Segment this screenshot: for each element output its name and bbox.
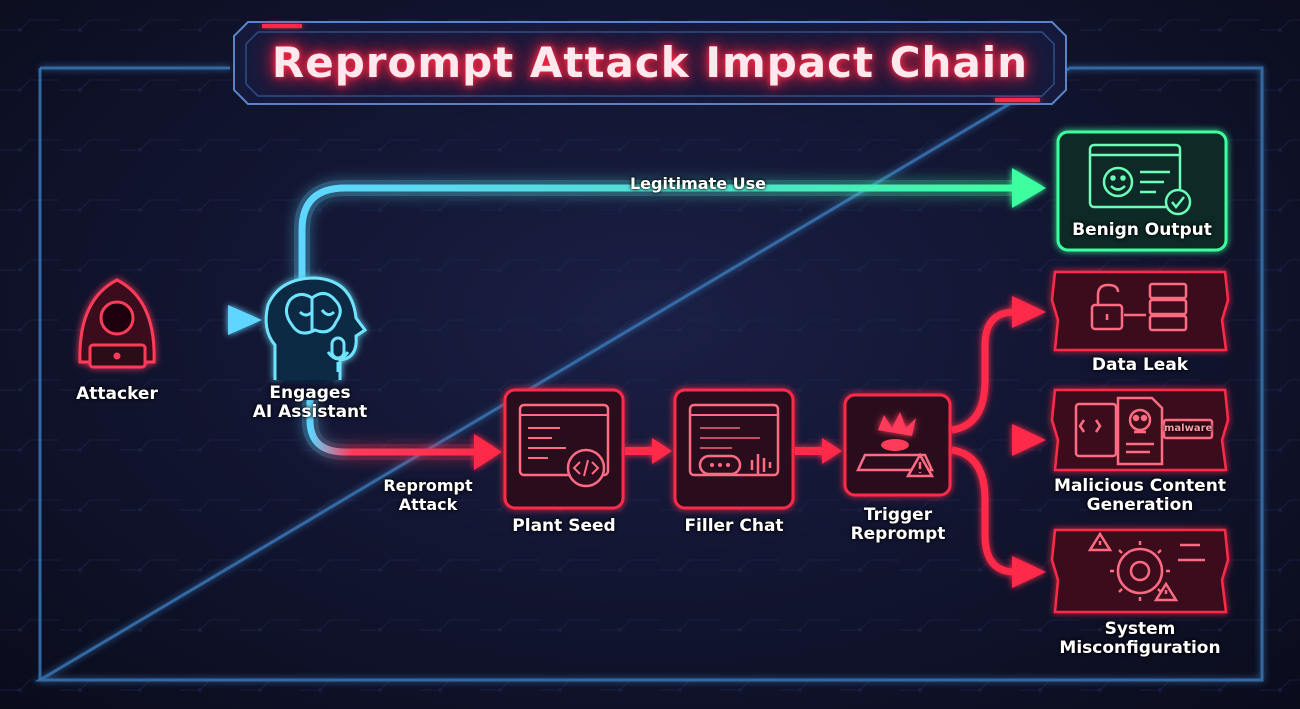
legitimate-path — [294, 168, 1046, 280]
outcome-branches — [951, 296, 1046, 588]
reprompt-attack-line-2: Attack — [398, 495, 458, 514]
misconfiguration-line-2: Misconfiguration — [1059, 638, 1221, 658]
plant-seed-label: Plant Seed — [512, 516, 616, 536]
misconfiguration-label: System Misconfiguration — [1040, 620, 1240, 658]
malicious-content-box — [1050, 388, 1230, 472]
gear-wrench-warning-icon — [1087, 531, 1205, 602]
outer-frame — [34, 66, 1264, 682]
attacker-stream — [170, 305, 262, 335]
legitimate-arrow-head — [1012, 168, 1046, 208]
data-leak-box — [1050, 270, 1230, 352]
page-title: Reprompt Attack Impact Chain — [271, 38, 1029, 87]
step-connectors — [625, 438, 842, 464]
chat-window-icon — [698, 454, 742, 476]
assistant-label: Engages AI Assistant — [230, 384, 390, 422]
misconfiguration-box — [1050, 528, 1230, 614]
assistant-label-line-1: Engages — [269, 383, 351, 403]
filler-chat-label: Filler Chat — [684, 516, 784, 536]
assistant-label-line-2: AI Assistant — [252, 402, 368, 422]
skull-document-icon — [1074, 396, 1214, 466]
brain-head-icon — [264, 276, 368, 380]
reprompt-attack-line-1: Reprompt — [383, 476, 473, 495]
reprompt-attack-label: Reprompt Attack — [358, 476, 498, 514]
benign-output-label: Benign Output — [1072, 220, 1212, 240]
title-plate — [233, 21, 1067, 105]
benign-output-box — [1056, 130, 1228, 252]
trigger-reprompt-label: Trigger Reprompt — [828, 506, 968, 544]
alarm-trigger-icon — [878, 412, 916, 436]
smiley-check-window-icon — [1088, 143, 1192, 216]
malicious-content-line-1: Malicious Content — [1054, 476, 1226, 496]
filler-chat-box — [673, 388, 795, 510]
trigger-reprompt-line-1: Trigger — [863, 505, 933, 525]
data-leak-label: Data Leak — [1091, 355, 1189, 375]
malware-tag: malware — [1164, 423, 1213, 434]
malicious-content-line-2: Generation — [1086, 495, 1194, 515]
misconfiguration-line-1: System — [1104, 619, 1176, 639]
reprompt-path — [302, 400, 502, 470]
trigger-reprompt-line-2: Reprompt — [850, 524, 946, 544]
reprompt-arrow-head — [474, 434, 502, 470]
malicious-content-label: Malicious Content Generation — [1035, 477, 1245, 515]
hooded-hacker-icon — [78, 278, 156, 369]
plant-seed-box — [503, 388, 625, 510]
trigger-reprompt-box — [843, 393, 952, 497]
attacker-label: Attacker — [76, 384, 158, 404]
unlock-server-icon — [1090, 282, 1188, 332]
legitimate-use-label: Legitimate Use — [629, 174, 767, 193]
